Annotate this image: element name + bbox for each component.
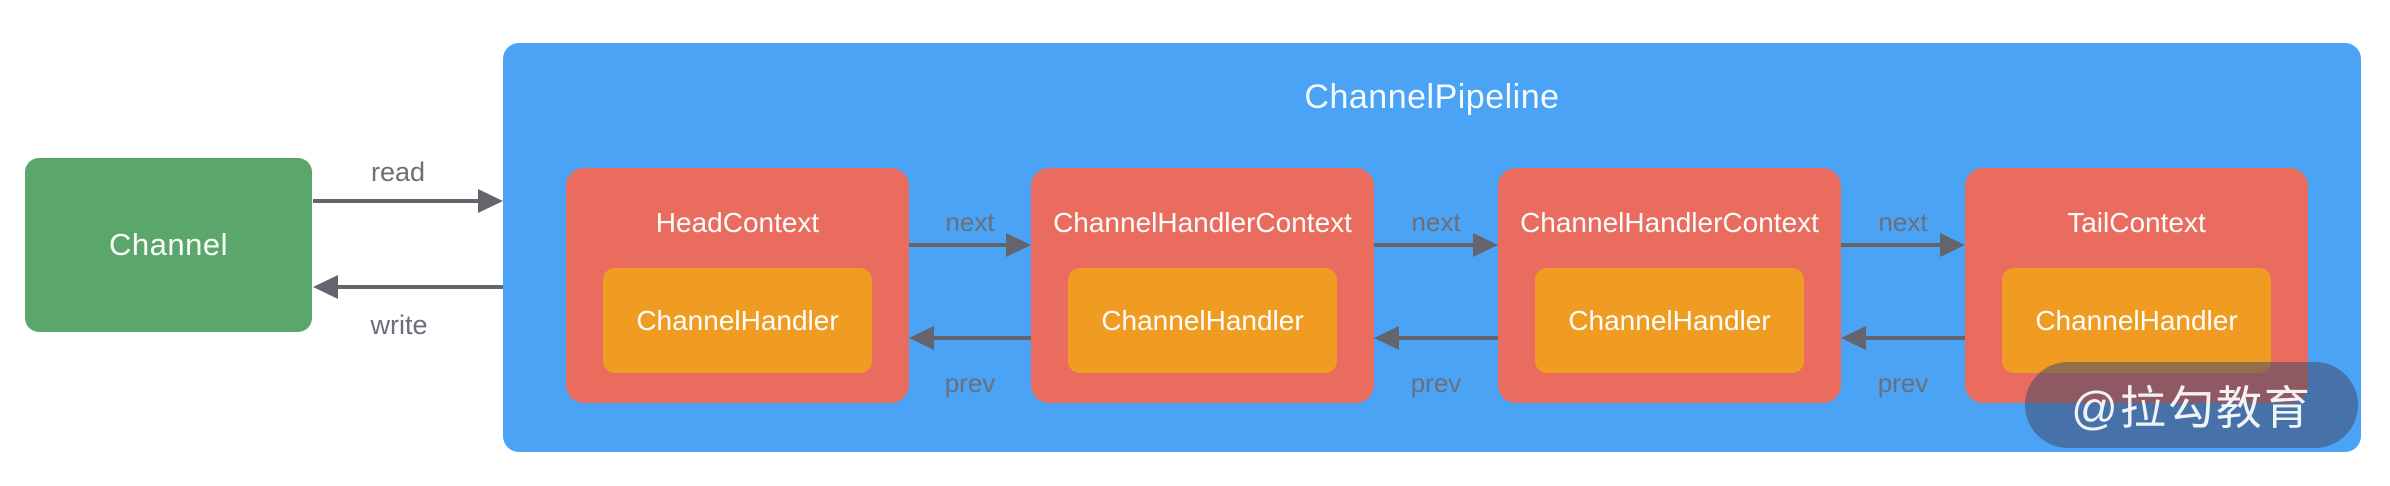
next-arrow-head-2 — [1473, 233, 1498, 257]
channel-pipeline-title: ChannelPipeline — [1304, 78, 1560, 116]
context-box-2: ChannelHandlerContext ChannelHandler — [1498, 168, 1841, 403]
next-label-2: next — [1411, 207, 1461, 237]
prev-arrow-head-2 — [1374, 326, 1399, 350]
watermark-text: @拉勾教育 — [2071, 382, 2312, 434]
channel-box: Channel — [25, 158, 312, 332]
context-box-head: HeadContext ChannelHandler — [566, 168, 909, 403]
prev-arrow-line-2 — [1399, 336, 1498, 340]
next-arrow-line-2 — [1374, 243, 1475, 247]
next-arrow-line-3 — [1841, 243, 1942, 247]
write-arrow-line — [338, 285, 503, 289]
channel-pipeline-box: ChannelPipeline HeadContext ChannelHandl… — [503, 43, 2361, 452]
channel-handler-label: ChannelHandler — [636, 304, 839, 336]
context-box-1: ChannelHandlerContext ChannelHandler — [1031, 168, 1374, 403]
context-title: ChannelHandlerContext — [1520, 207, 1819, 238]
prev-arrow-head-3 — [1841, 326, 1866, 350]
write-label: write — [370, 310, 428, 340]
channel-handler-box: ChannelHandler — [603, 268, 872, 373]
prev-label-2: prev — [1410, 368, 1462, 398]
channel-handler-label: ChannelHandler — [2035, 304, 2238, 336]
prev-arrow-head-1 — [909, 326, 934, 350]
channel-handler-box: ChannelHandler — [1068, 268, 1337, 373]
prev-label-1: prev — [944, 368, 996, 398]
write-arrow-head — [313, 275, 338, 299]
watermark-badge: @拉勾教育 — [2025, 362, 2358, 448]
prev-arrow-line-3 — [1866, 336, 1965, 340]
next-arrow-head-1 — [1006, 233, 1031, 257]
context-title: TailContext — [2067, 207, 2206, 238]
prev-arrow-line-1 — [934, 336, 1031, 340]
channel-handler-label: ChannelHandler — [1568, 304, 1771, 336]
channel-handler-label: ChannelHandler — [1101, 304, 1304, 336]
context-title: HeadContext — [655, 207, 820, 238]
next-arrow-head-3 — [1940, 233, 1965, 257]
read-arrow-head — [478, 189, 503, 213]
read-label: read — [370, 157, 426, 187]
context-title: ChannelHandlerContext — [1053, 207, 1352, 238]
prev-label-3: prev — [1877, 368, 1929, 398]
next-label-1: next — [945, 207, 995, 237]
read-arrow-line — [313, 199, 480, 203]
channel-handler-box: ChannelHandler — [2002, 268, 2271, 373]
next-label-3: next — [1878, 207, 1928, 237]
next-arrow-line-1 — [909, 243, 1008, 247]
channel-label: Channel — [109, 227, 228, 262]
channel-handler-box: ChannelHandler — [1535, 268, 1804, 373]
